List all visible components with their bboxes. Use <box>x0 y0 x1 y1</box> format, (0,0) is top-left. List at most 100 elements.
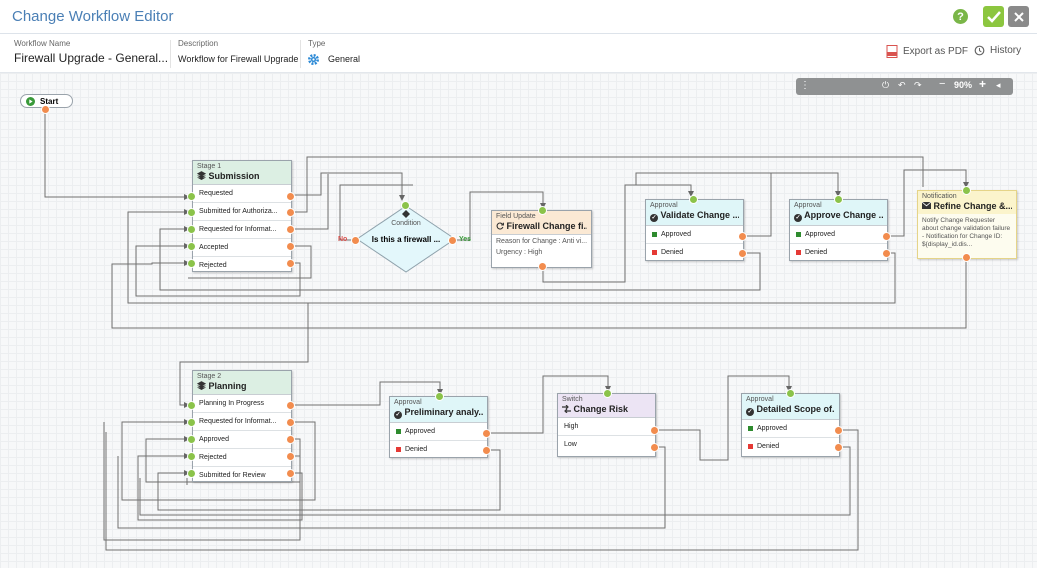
zoom-out-button[interactable]: − <box>939 78 946 90</box>
app-title: Change Workflow Editor <box>12 8 174 25</box>
output-port[interactable] <box>286 225 295 234</box>
collapse-toolbar-icon[interactable]: ◂ <box>996 80 1001 90</box>
input-port[interactable] <box>401 201 410 210</box>
history-button[interactable]: History <box>974 45 1021 56</box>
input-port[interactable] <box>538 206 547 215</box>
input-port[interactable] <box>187 259 196 268</box>
drag-handle-icon[interactable]: ⋮ <box>800 80 810 91</box>
status-row-submitted-for-review[interactable]: Submitted for Review <box>199 472 266 479</box>
output-port[interactable] <box>738 249 747 258</box>
status-row-requested-for-information[interactable]: Requested for Informat... <box>193 221 291 239</box>
input-port[interactable] <box>603 389 612 398</box>
output-port[interactable] <box>482 429 491 438</box>
stage-2-planning[interactable]: Stage 2 Planning Planning In Progress Re… <box>192 370 292 482</box>
approval-approve-change[interactable]: Approval ✓ Approve Change ... Approved D… <box>789 199 888 261</box>
status-row-approved[interactable]: Approved <box>193 431 291 449</box>
node-name: Refine Change &... <box>922 201 1012 211</box>
approved-row[interactable]: Approved <box>646 226 743 244</box>
close-button[interactable] <box>1008 6 1029 27</box>
no-output-port[interactable] <box>351 236 360 245</box>
input-port[interactable] <box>962 186 971 195</box>
input-port[interactable] <box>689 195 698 204</box>
node-kind: Approval <box>794 202 822 209</box>
output-port[interactable] <box>882 249 891 258</box>
node-header: Switch Change Risk <box>558 394 655 418</box>
workflow-canvas[interactable] <box>0 73 1037 568</box>
field-update-node[interactable]: Field Update Firewall Change fi... Reaso… <box>491 210 592 268</box>
denied-row[interactable]: Denied <box>742 438 839 455</box>
status-row-planning-in-progress[interactable]: Planning In Progress <box>193 395 291 413</box>
output-port[interactable] <box>286 418 295 427</box>
denied-row[interactable]: Denied <box>790 244 887 261</box>
switch-change-risk[interactable]: Switch Change Risk High Low <box>557 393 656 457</box>
status-row-rejected[interactable]: Rejected <box>199 262 227 269</box>
redo-icon[interactable]: ↷ <box>914 80 922 90</box>
zoom-in-button[interactable]: + <box>979 77 987 91</box>
input-port[interactable] <box>187 418 196 427</box>
condition-node[interactable] <box>356 205 456 273</box>
description-value[interactable]: Workflow for Firewall Upgrade <box>178 54 299 64</box>
start-output-port[interactable] <box>41 105 50 114</box>
notification-node[interactable]: Notification Refine Change &... Notify C… <box>917 190 1017 259</box>
status-row-submitted-for-authorization[interactable]: Submitted for Authoriza... <box>193 203 291 221</box>
input-port[interactable] <box>786 389 795 398</box>
save-button[interactable] <box>983 6 1004 27</box>
envelope-icon <box>922 201 932 209</box>
output-port[interactable] <box>286 259 295 268</box>
approved-row[interactable]: Approved <box>790 226 887 244</box>
output-port[interactable] <box>286 192 295 201</box>
output-port[interactable] <box>738 232 747 241</box>
node-header: Approval ✓ Approve Change ... <box>790 200 887 226</box>
status-row-accepted[interactable]: Accepted <box>193 239 291 257</box>
output-port[interactable] <box>286 435 295 444</box>
output-port[interactable] <box>538 262 547 271</box>
approval-preliminary-analysis[interactable]: Approval ✓ Preliminary analy... Approved… <box>389 396 488 458</box>
output-port[interactable] <box>286 401 295 410</box>
type-value[interactable]: General <box>328 54 361 64</box>
input-port[interactable] <box>187 401 196 410</box>
status-row-requested-for-information[interactable]: Requested for Informat... <box>193 413 291 431</box>
export-pdf-button[interactable]: Export as PDF <box>886 45 968 58</box>
status-row-requested[interactable]: Requested <box>193 185 291 203</box>
input-port[interactable] <box>187 242 196 251</box>
switch-case-low[interactable]: Low <box>564 441 577 448</box>
node-header: Notification Refine Change &... <box>918 191 1016 214</box>
input-port[interactable] <box>435 392 444 401</box>
output-port[interactable] <box>482 446 491 455</box>
zoom-toolbar: ⋮ ⏻ ↶ ↷ − 90% + ◂ <box>796 77 1013 95</box>
status-row-rejected[interactable]: Rejected <box>193 449 291 467</box>
denied-row[interactable]: Denied <box>646 244 743 261</box>
output-port[interactable] <box>286 208 295 217</box>
input-port[interactable] <box>187 208 196 217</box>
input-port[interactable] <box>187 452 196 461</box>
output-port[interactable] <box>834 443 843 452</box>
output-port[interactable] <box>286 452 295 461</box>
switch-case-high[interactable]: High <box>558 418 655 436</box>
input-port[interactable] <box>187 225 196 234</box>
output-port[interactable] <box>962 253 971 262</box>
approval-validate-change[interactable]: Approval ✓ Validate Change ... Approved … <box>645 199 744 261</box>
input-port[interactable] <box>187 469 196 478</box>
output-port[interactable] <box>650 426 659 435</box>
output-port[interactable] <box>286 469 295 478</box>
help-icon[interactable]: ? <box>953 9 968 24</box>
input-port[interactable] <box>187 192 196 201</box>
yes-output-port[interactable] <box>448 236 457 245</box>
approved-row[interactable]: Approved <box>742 420 839 438</box>
input-port[interactable] <box>834 195 843 204</box>
output-port[interactable] <box>834 426 843 435</box>
output-port[interactable] <box>882 232 891 241</box>
node-name: Change Risk <box>562 404 651 414</box>
title-bar: Change Workflow Editor ? <box>0 0 1037 34</box>
approved-row[interactable]: Approved <box>390 423 487 441</box>
power-icon[interactable]: ⏻ <box>882 80 890 90</box>
denied-row[interactable]: Denied <box>390 441 487 458</box>
workflow-name-value[interactable]: Firewall Upgrade - General... <box>14 51 169 65</box>
approval-detailed-scope[interactable]: Approval ✓ Detailed Scope of... Approved… <box>741 393 840 457</box>
input-port[interactable] <box>187 435 196 444</box>
undo-icon[interactable]: ↶ <box>898 80 906 90</box>
stage-1-submission[interactable]: Stage 1 Submission Requested Submitted f… <box>192 160 292 272</box>
refresh-icon <box>496 222 504 230</box>
output-port[interactable] <box>286 242 295 251</box>
output-port[interactable] <box>650 443 659 452</box>
